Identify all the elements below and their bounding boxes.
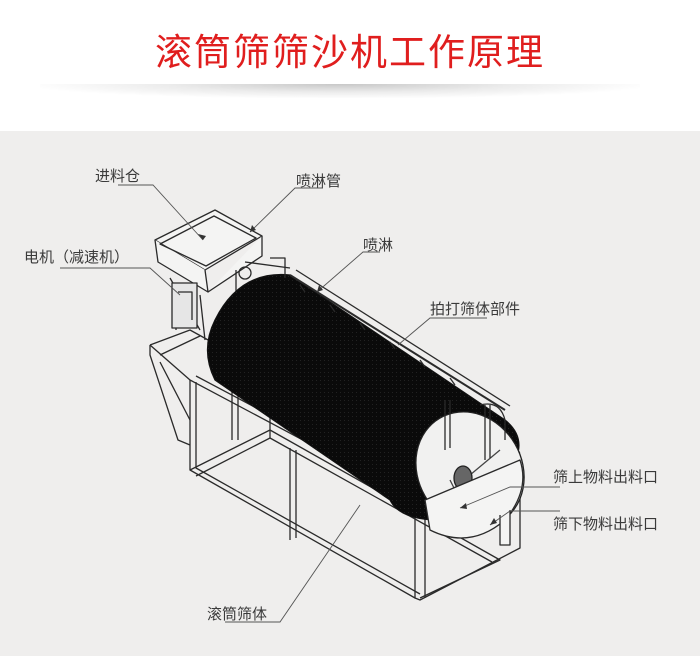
leader-lines: [60, 184, 560, 623]
leader-arrowheads: [198, 225, 497, 525]
oversize-outlet-chute: [424, 459, 524, 546]
machine-diagram: 进料仓 喷淋管 电机（减速机） 喷淋 拍打筛体部件 筛上物料出料口 筛下物料出料…: [0, 131, 700, 656]
beating-parts: [444, 400, 506, 460]
label-drum-screen-body: 滚筒筛体: [207, 605, 268, 623]
spray-rail: [244, 257, 511, 411]
title-shadow-divider: [40, 84, 640, 98]
label-undersize-outlet: 筛下物料出料口: [553, 515, 659, 533]
drum-screen-machine-illustration: [60, 184, 560, 623]
label-spray-pipe: 喷淋管: [296, 172, 342, 190]
label-oversize-outlet: 筛上物料出料口: [553, 468, 659, 486]
label-beating-screen-parts: 拍打筛体部件: [430, 300, 521, 318]
header: 滚筒筛筛沙机工作原理: [0, 0, 700, 131]
label-motor-reducer: 电机（减速机）: [24, 248, 130, 266]
label-feed-hopper: 进料仓: [95, 167, 141, 185]
label-spray: 喷淋: [363, 236, 394, 254]
motor-reducer: [171, 266, 252, 329]
page-title: 滚筒筛筛沙机工作原理: [155, 31, 545, 74]
